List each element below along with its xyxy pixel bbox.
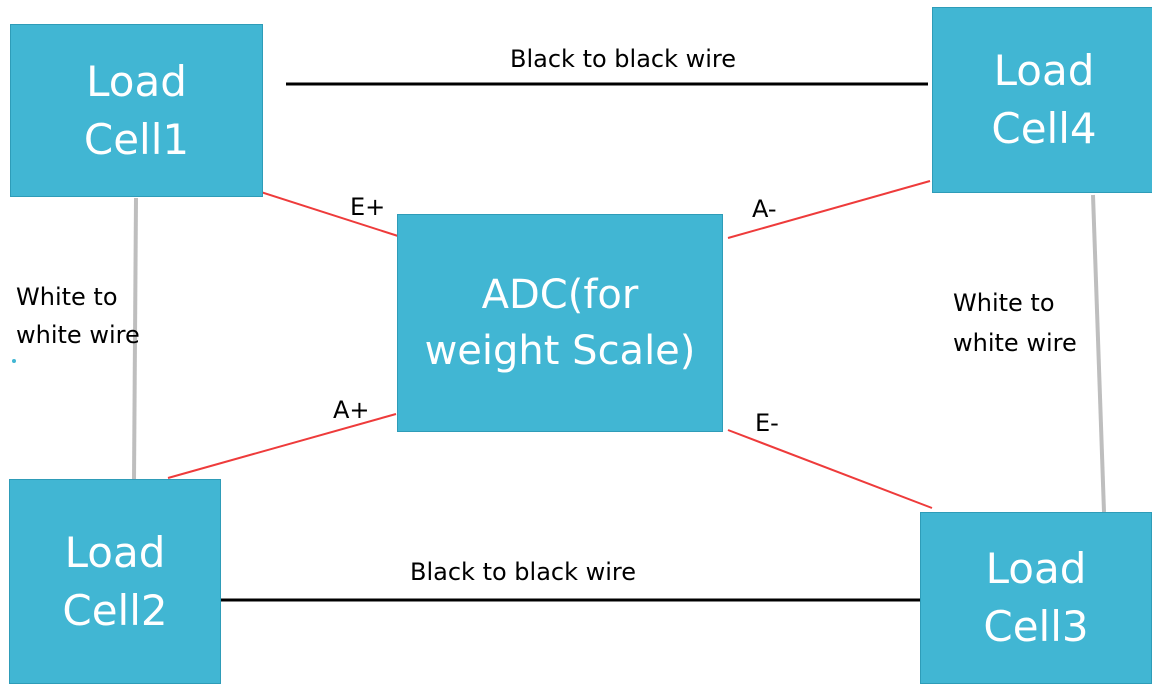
load-cell-1-line1: Load	[86, 56, 187, 106]
e-plus-label: E+	[350, 193, 386, 221]
load-cell-1-line2: Cell1	[83, 114, 190, 164]
load-cell-2-box: Load Cell2	[9, 479, 221, 684]
stray-dot	[12, 359, 16, 363]
load-cell-4-line1: Load	[993, 46, 1095, 95]
white-wire-left-label-1: White to	[16, 283, 118, 311]
adc-line1: ADC(for	[481, 272, 639, 318]
load-cell-4-box: Load Cell4	[932, 7, 1152, 193]
white-wire-left-label-2: white wire	[16, 321, 140, 349]
adc-box: ADC(for weight Scale)	[397, 214, 723, 432]
white-wire-right	[1091, 194, 1106, 513]
a-plus-wire	[167, 413, 397, 479]
a-plus-label: A+	[333, 396, 370, 424]
black-wire-top-label: Black to black wire	[510, 45, 737, 73]
black-wire-bottom-label: Black to black wire	[410, 558, 637, 586]
e-plus-wire	[235, 183, 399, 237]
load-cell-3-line2: Cell3	[983, 602, 1089, 651]
white-wire-right-label-2: white wire	[953, 329, 1077, 357]
white-wire-left	[132, 197, 138, 481]
white-wire-right-label-1: White to	[953, 289, 1055, 317]
a-minus-label: A-	[752, 195, 777, 223]
a-minus-wire	[727, 180, 931, 239]
load-cell-3-box: Load Cell3	[920, 512, 1152, 684]
load-cell-3-line1: Load	[985, 544, 1087, 593]
e-minus-wire	[727, 429, 933, 509]
e-minus-label: E-	[755, 409, 779, 437]
load-cell-2-line2: Cell2	[62, 585, 168, 635]
load-cell-2-line1: Load	[64, 527, 166, 577]
adc-line2: weight Scale)	[424, 328, 696, 374]
load-cell-1-box: Load Cell1	[10, 24, 263, 197]
load-cell-4-line2: Cell4	[991, 104, 1097, 153]
